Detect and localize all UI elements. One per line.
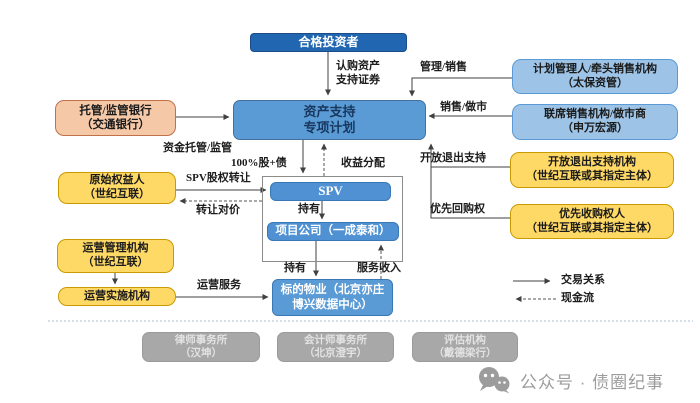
- label-spv-transfer: SPV股权转让: [186, 172, 251, 184]
- label-hold-2: 持有: [284, 262, 306, 274]
- priority-purchaser-box: 优先收购权人 （世纪互联或其指定主体）: [510, 204, 674, 239]
- label-manage-sell: 管理/销售: [420, 61, 468, 73]
- label-hold-1: 持有: [298, 203, 320, 215]
- appraiser-box: 评估机构 （戴德梁行）: [412, 332, 518, 362]
- label-income-distribution: 收益分配: [341, 157, 385, 169]
- label-legend-transaction: 交易关系: [561, 274, 605, 286]
- ops-implementation-box: 运营实施机构: [58, 287, 176, 306]
- label-fund-custody: 资金托管/监管: [163, 142, 233, 154]
- qualified-investors-box: 合格投资者: [250, 33, 407, 52]
- label-service-income: 服务收入: [357, 262, 401, 274]
- spv-holding-frame: [262, 176, 403, 262]
- original-owner-box: 原始权益人 （世纪互联）: [58, 172, 176, 204]
- ops-management-box: 运营管理机构 （世纪互联）: [57, 239, 174, 273]
- watermark: 公众号 · 债圈纪事: [476, 366, 664, 394]
- joint-seller-box: 联席销售机构/做市商 （申万宏源）: [512, 104, 678, 140]
- project-company-box: 项目公司（一成泰和）: [267, 222, 399, 241]
- label-priority-repurchase: 优先回购权: [430, 203, 485, 215]
- label-sell-marketmake: 销售/做市: [440, 101, 488, 113]
- wechat-icon: [479, 367, 510, 394]
- abs-plan-box: 资产支持 专项计划: [233, 100, 426, 140]
- edge-priority-repurchase: [428, 143, 510, 219]
- label-operation-service: 运营服务: [197, 279, 241, 291]
- label-subscribe: 认购资产 支持证券: [336, 60, 380, 86]
- target-property-box: 标的物业（北京亦庄 博兴数据中心）: [272, 279, 393, 316]
- watermark-text: 公众号 · 债圈纪事: [520, 372, 665, 392]
- law-firm-box: 律师事务所 （汉坤）: [142, 332, 260, 362]
- edge-manage-sell: [409, 77, 512, 97]
- spv-box: SPV: [270, 182, 391, 201]
- label-equity-debt: 100%股+债: [231, 157, 287, 169]
- exit-support-box: 开放退出支持机构 （世纪互联或其指定主体）: [510, 152, 674, 188]
- plan-manager-box: 计划管理人/牵头销售机构 （太保资管）: [512, 59, 678, 94]
- label-consideration: 转让对价: [196, 204, 240, 216]
- custodian-bank-box: 托管/监管银行 （交通银行）: [55, 100, 176, 136]
- accounting-firm-box: 会计师事务所 （北京澄宇）: [277, 332, 394, 362]
- label-legend-cashflow: 现金流: [561, 292, 594, 304]
- label-open-exit: 开放退出支持: [420, 152, 486, 164]
